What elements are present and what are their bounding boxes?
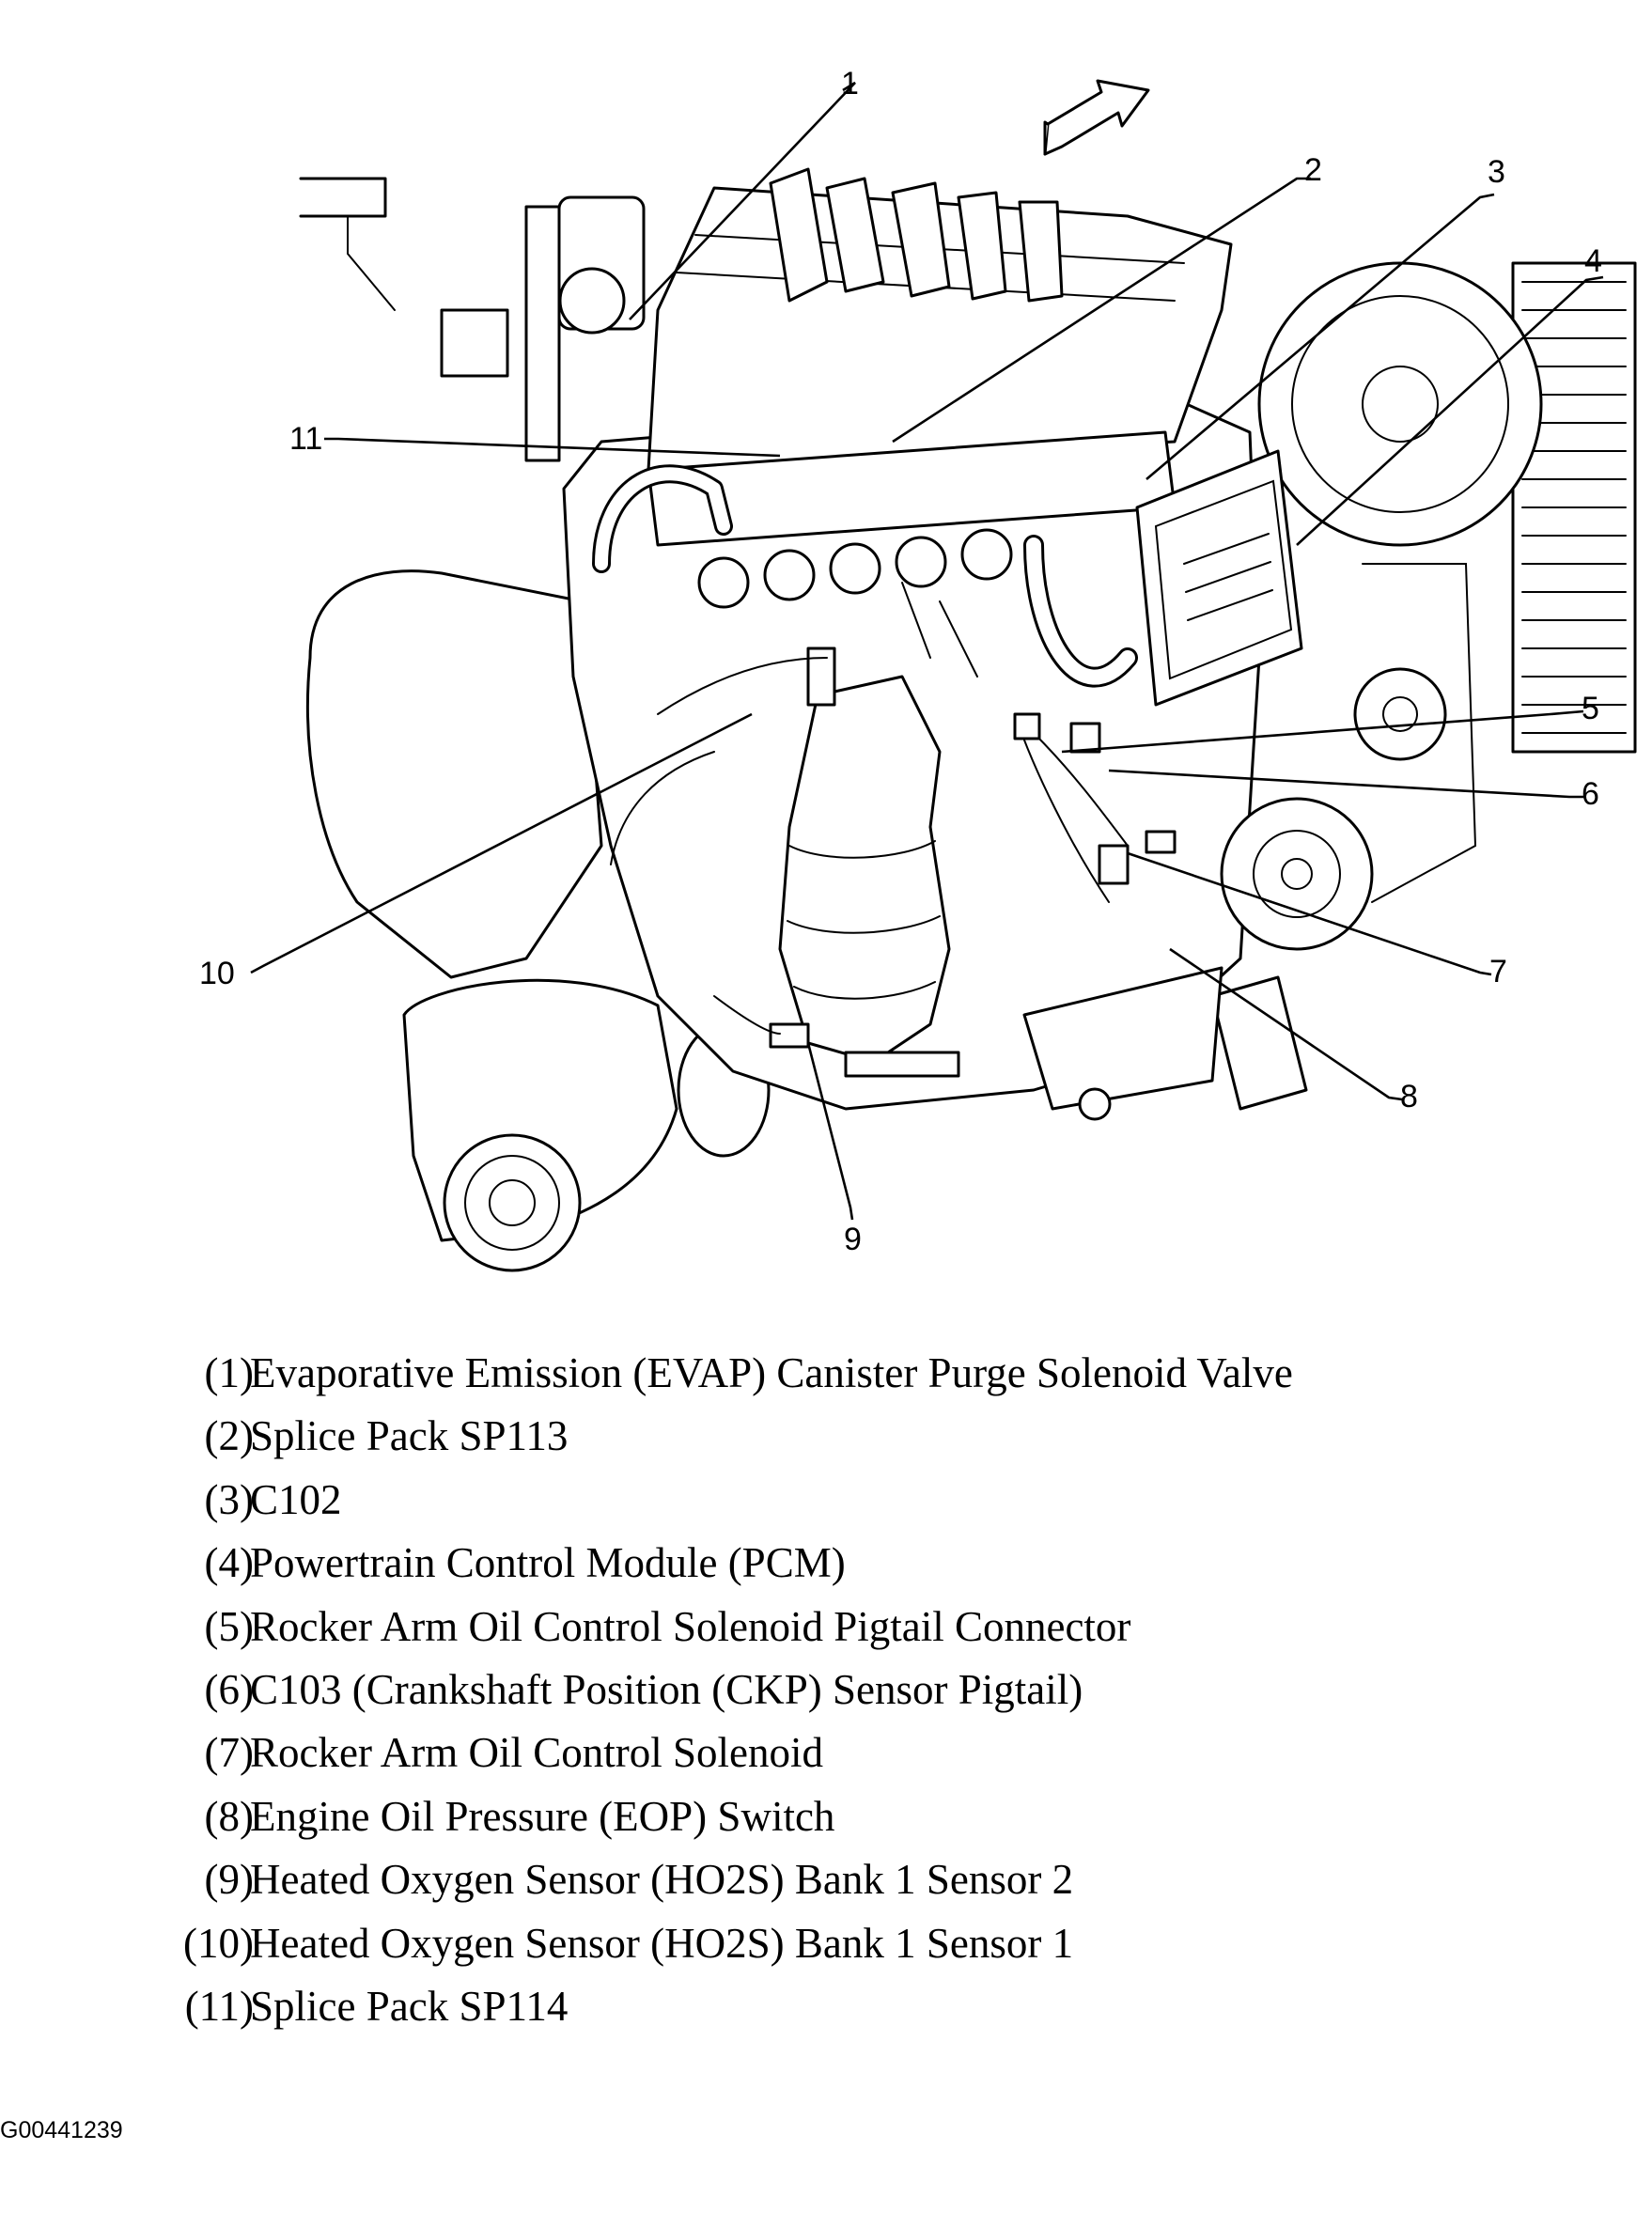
callout-1: 1 <box>841 66 859 101</box>
engine-illustration <box>299 167 1637 1272</box>
callout-6: 6 <box>1582 776 1599 812</box>
callout-8: 8 <box>1400 1079 1418 1114</box>
legend-item: (3)C102 <box>162 1469 1552 1532</box>
legend-item: (1)Evaporative Emission (EVAP) Canister … <box>162 1342 1552 1405</box>
legend-label: C102 <box>250 1475 342 1523</box>
callout-5: 5 <box>1582 691 1599 726</box>
legend-number: (6) <box>204 1665 254 1713</box>
legend-item: (7)Rocker Arm Oil Control Solenoid <box>162 1722 1552 1784</box>
callout-4: 4 <box>1584 243 1602 279</box>
legend-item: (8)Engine Oil Pressure (EOP) Switch <box>162 1785 1552 1848</box>
legend-label: Heated Oxygen Sensor (HO2S) Bank 1 Senso… <box>250 1856 1074 1904</box>
callout-3: 3 <box>1488 154 1505 190</box>
legend-label: Rocker Arm Oil Control Solenoid Pigtail … <box>250 1602 1131 1650</box>
legend-number: (1) <box>204 1349 254 1396</box>
callout-11: 11 <box>289 421 322 457</box>
legend-label: Splice Pack SP114 <box>250 1982 569 2030</box>
legend-number: (3) <box>204 1475 254 1523</box>
legend-item: (2)Splice Pack SP113 <box>162 1405 1552 1468</box>
leader-lines <box>250 81 1604 1221</box>
legend-number: (5) <box>204 1602 254 1650</box>
callout-9: 9 <box>844 1222 862 1257</box>
legend-number: (2) <box>204 1412 254 1460</box>
legend-number: (4) <box>204 1539 254 1587</box>
engine-component-diagram: 1 2 3 4 5 6 7 8 9 10 11 <box>199 66 1637 1272</box>
legend-label: Engine Oil Pressure (EOP) Switch <box>250 1792 835 1840</box>
legend-number: (7) <box>204 1729 254 1777</box>
legend-item: (11)Splice Pack SP114 <box>162 1975 1552 2038</box>
legend-item: (10)Heated Oxygen Sensor (HO2S) Bank 1 S… <box>162 1912 1552 1975</box>
legend-number: (10) <box>183 1919 254 1967</box>
callout-labels: 1 2 3 4 5 6 7 8 9 10 11 <box>199 66 1602 1257</box>
legend-item: (6)C103 (Crankshaft Position (CKP) Senso… <box>162 1659 1552 1722</box>
component-legend: (1)Evaporative Emission (EVAP) Canister … <box>162 1342 1552 2038</box>
legend-label: C103 (Crankshaft Position (CKP) Sensor P… <box>250 1665 1083 1713</box>
legend-label: Rocker Arm Oil Control Solenoid <box>250 1729 823 1777</box>
legend-label: Heated Oxygen Sensor (HO2S) Bank 1 Senso… <box>250 1919 1074 1967</box>
legend-label: Evaporative Emission (EVAP) Canister Pur… <box>250 1349 1293 1396</box>
legend-label: Powertrain Control Module (PCM) <box>250 1539 846 1587</box>
legend-item: (5)Rocker Arm Oil Control Solenoid Pigta… <box>162 1596 1552 1659</box>
callout-10: 10 <box>199 956 235 991</box>
legend-item: (4)Powertrain Control Module (PCM) <box>162 1532 1552 1595</box>
legend-label: Splice Pack SP113 <box>250 1412 569 1460</box>
legend-number: (9) <box>204 1856 254 1904</box>
figure-id: G00441239 <box>0 2117 123 2143</box>
legend-item: (9)Heated Oxygen Sensor (HO2S) Bank 1 Se… <box>162 1848 1552 1911</box>
front-direction-arrow-icon <box>1043 79 1150 156</box>
callout-2: 2 <box>1304 152 1322 188</box>
callout-7: 7 <box>1489 954 1507 989</box>
legend-number: (11) <box>184 1982 254 2030</box>
legend-number: (8) <box>204 1792 254 1840</box>
